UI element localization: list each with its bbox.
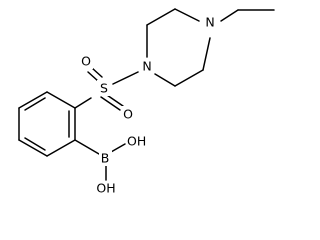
bond-ring-c2-c3 <box>146 8 176 26</box>
atom-s: S <box>100 81 108 96</box>
bond-benzene-c5-c6 <box>18 91 48 109</box>
bond-n-s <box>112 71 139 85</box>
bond-s-o-bottom-a <box>100 96 121 111</box>
bond-benzene-inner-bottom-left <box>24 137 46 151</box>
atom-oh-upper: OH <box>127 134 146 149</box>
bond-ring-n4-c5 <box>154 73 176 87</box>
bond-ring-n1-c2 <box>174 8 200 22</box>
bond-ethyl-ch2-n <box>220 9 239 22</box>
atom-labels: N N S O O B OH OH <box>79 14 217 196</box>
bond-benzene-c3-c4 <box>18 139 48 157</box>
bond-benzene-c2-c3 <box>46 139 76 157</box>
benzene-ring <box>18 91 76 157</box>
bond-benzene-inner-top-left <box>24 97 46 111</box>
molecule-structure: N N S O O B OH OH <box>18 8 275 196</box>
bond-benzene-c6-c1 <box>46 91 76 109</box>
bond-s-o-left-a <box>87 71 99 82</box>
bond-s-aryl <box>74 97 92 109</box>
bond-ring-c6-n1 <box>202 37 211 71</box>
atom-n-top: N <box>205 15 214 30</box>
ethyl-group <box>220 9 275 22</box>
atom-n-mid: N <box>142 59 151 74</box>
bond-b-oh-upper <box>110 143 126 153</box>
atom-b: B <box>101 151 110 166</box>
piperazine-ring <box>146 8 211 87</box>
atom-oh-lower: OH <box>96 181 115 196</box>
atom-o-bottom: O <box>123 107 133 122</box>
bond-aryl-b <box>74 139 100 155</box>
bond-ring-c5-c6 <box>174 69 204 87</box>
atom-o-left: O <box>81 54 91 69</box>
boronic-acid-group <box>74 139 126 181</box>
bond-s-o-left-b <box>91 67 103 78</box>
